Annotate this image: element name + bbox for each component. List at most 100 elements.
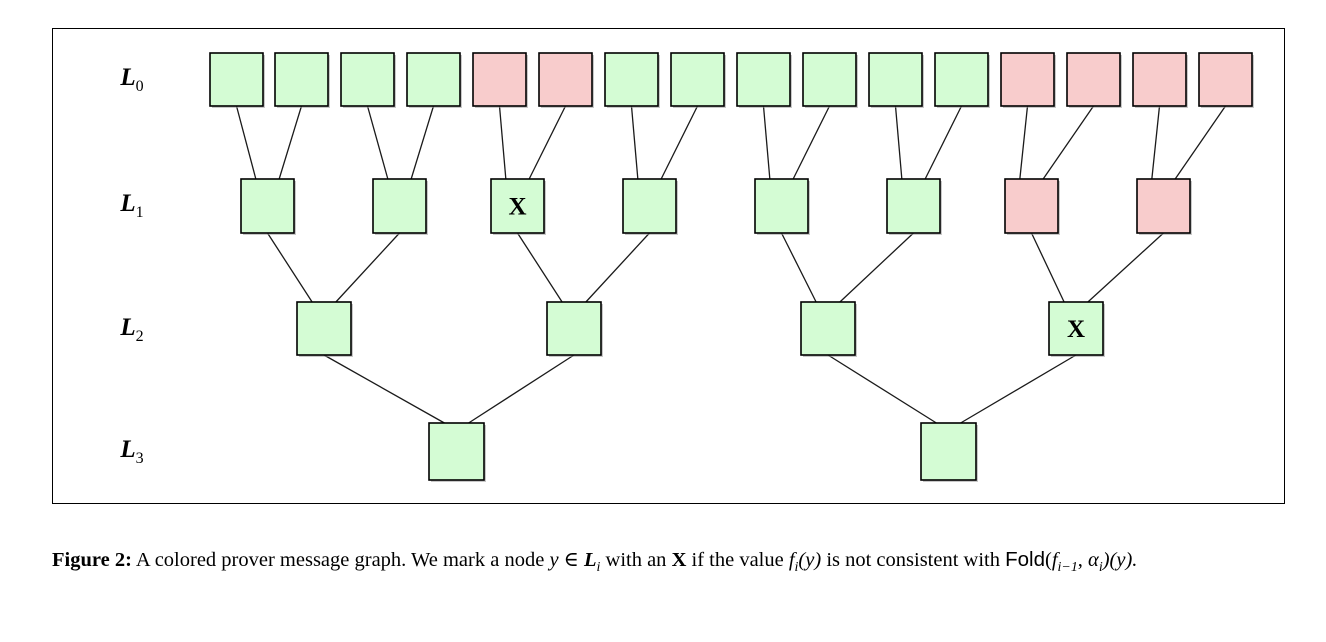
graph-edge bbox=[1042, 105, 1095, 180]
node-box-green bbox=[920, 422, 977, 481]
graph-node bbox=[868, 52, 924, 108]
node-x-mark: X bbox=[508, 194, 526, 221]
graph-node bbox=[670, 52, 726, 108]
graph-edge bbox=[366, 105, 389, 180]
node-box-green bbox=[274, 52, 329, 107]
caption-sub-i-1: i bbox=[596, 560, 601, 576]
node-box-green bbox=[868, 52, 923, 107]
graph-node bbox=[240, 178, 296, 235]
graph-edge bbox=[827, 354, 937, 424]
node-box-pink bbox=[1198, 52, 1253, 107]
graph-node bbox=[428, 422, 486, 482]
layer-label-subscript: 1 bbox=[136, 204, 144, 221]
graph-edge bbox=[924, 105, 963, 180]
graph-node bbox=[1066, 52, 1122, 108]
graph-node bbox=[736, 52, 792, 108]
node-box-green bbox=[209, 52, 264, 107]
caption-symbol-in: ∈ bbox=[563, 549, 579, 571]
node-box-green bbox=[340, 52, 395, 107]
graph-edge bbox=[235, 105, 257, 180]
graph-edge bbox=[792, 105, 831, 180]
graph-edge bbox=[1151, 105, 1161, 180]
layer-label-subscript: 0 bbox=[136, 78, 144, 95]
node-box-pink bbox=[1004, 178, 1059, 234]
graph-edge bbox=[839, 232, 914, 303]
caption-text-4: is not consistent with bbox=[826, 549, 1000, 571]
caption-arg-y-1: (y) bbox=[798, 549, 822, 571]
graph-edge bbox=[660, 105, 699, 180]
node-box-green bbox=[296, 301, 352, 356]
node-box-green bbox=[372, 178, 427, 234]
graph-node bbox=[604, 52, 660, 108]
node-box-green bbox=[886, 178, 941, 234]
graph-node bbox=[754, 178, 810, 235]
graph-node bbox=[340, 52, 396, 108]
graph-edge bbox=[1174, 105, 1227, 180]
layer-label-script-L: L bbox=[119, 436, 135, 463]
caption-label: Figure 2: bbox=[52, 549, 132, 571]
graph-node bbox=[472, 52, 528, 108]
graph-node bbox=[209, 52, 265, 108]
graph-edge bbox=[1087, 232, 1164, 303]
caption-var-y-1: y bbox=[549, 549, 559, 571]
node-box-pink bbox=[538, 52, 593, 107]
graph-node bbox=[274, 52, 330, 108]
caption-text-1: A colored prover message graph. We mark … bbox=[135, 549, 545, 571]
graph-edge bbox=[780, 232, 817, 303]
node-box-green bbox=[1048, 301, 1104, 356]
layer-label-subscript: 2 bbox=[136, 328, 144, 345]
node-box-green bbox=[934, 52, 989, 107]
node-box-pink bbox=[1066, 52, 1121, 107]
graph-edge bbox=[960, 354, 1077, 424]
graph-node bbox=[372, 178, 428, 235]
graph-edge bbox=[278, 105, 303, 180]
node-box-green bbox=[428, 422, 485, 481]
node-box-green bbox=[546, 301, 602, 356]
caption-fold-open: ( bbox=[1045, 549, 1052, 571]
caption-fold-operator: Fold bbox=[1005, 548, 1046, 571]
node-box-green bbox=[490, 178, 545, 234]
node-box-pink bbox=[472, 52, 527, 107]
graph-nodes: XX bbox=[209, 52, 1254, 482]
graph-node bbox=[1000, 52, 1056, 108]
layer-label-1: L1 bbox=[119, 190, 143, 221]
graph-node bbox=[546, 301, 603, 357]
node-box-green bbox=[800, 301, 856, 356]
caption-script-L-1: L bbox=[583, 549, 597, 571]
caption-sub-i-2: i bbox=[794, 560, 799, 576]
caption-fold-alpha-sub: i bbox=[1098, 560, 1103, 576]
graph-edge bbox=[498, 105, 507, 180]
caption-fold-sub: i−1 bbox=[1057, 560, 1078, 576]
graph-edge bbox=[528, 105, 567, 180]
graph-edge bbox=[410, 105, 435, 180]
caption-mark-x: X bbox=[671, 549, 687, 571]
layer-label-0: L0 bbox=[119, 64, 143, 95]
node-box-green bbox=[406, 52, 461, 107]
layer-label-script-L: L bbox=[119, 64, 135, 91]
graph-node bbox=[1198, 52, 1254, 108]
layer-label-script-L: L bbox=[119, 314, 135, 341]
graph-edge bbox=[335, 232, 400, 303]
graph-node bbox=[886, 178, 942, 235]
graph-node: X bbox=[1048, 301, 1105, 357]
graph-node bbox=[800, 301, 857, 357]
caption-fold-close: )(y). bbox=[1102, 549, 1138, 571]
node-box-green bbox=[240, 178, 295, 234]
node-box-green bbox=[736, 52, 791, 107]
layer-label-2: L2 bbox=[119, 314, 143, 345]
node-box-pink bbox=[1132, 52, 1187, 107]
node-box-green bbox=[622, 178, 677, 234]
graph-node bbox=[920, 422, 978, 482]
graph-edge bbox=[266, 232, 313, 303]
graph-edge bbox=[585, 232, 650, 303]
node-box-green bbox=[604, 52, 659, 107]
node-box-green bbox=[754, 178, 809, 234]
graph-edge bbox=[468, 354, 575, 424]
caption-fn-f: f bbox=[788, 549, 795, 571]
graph-node bbox=[296, 301, 353, 357]
graph-node bbox=[1136, 178, 1192, 235]
